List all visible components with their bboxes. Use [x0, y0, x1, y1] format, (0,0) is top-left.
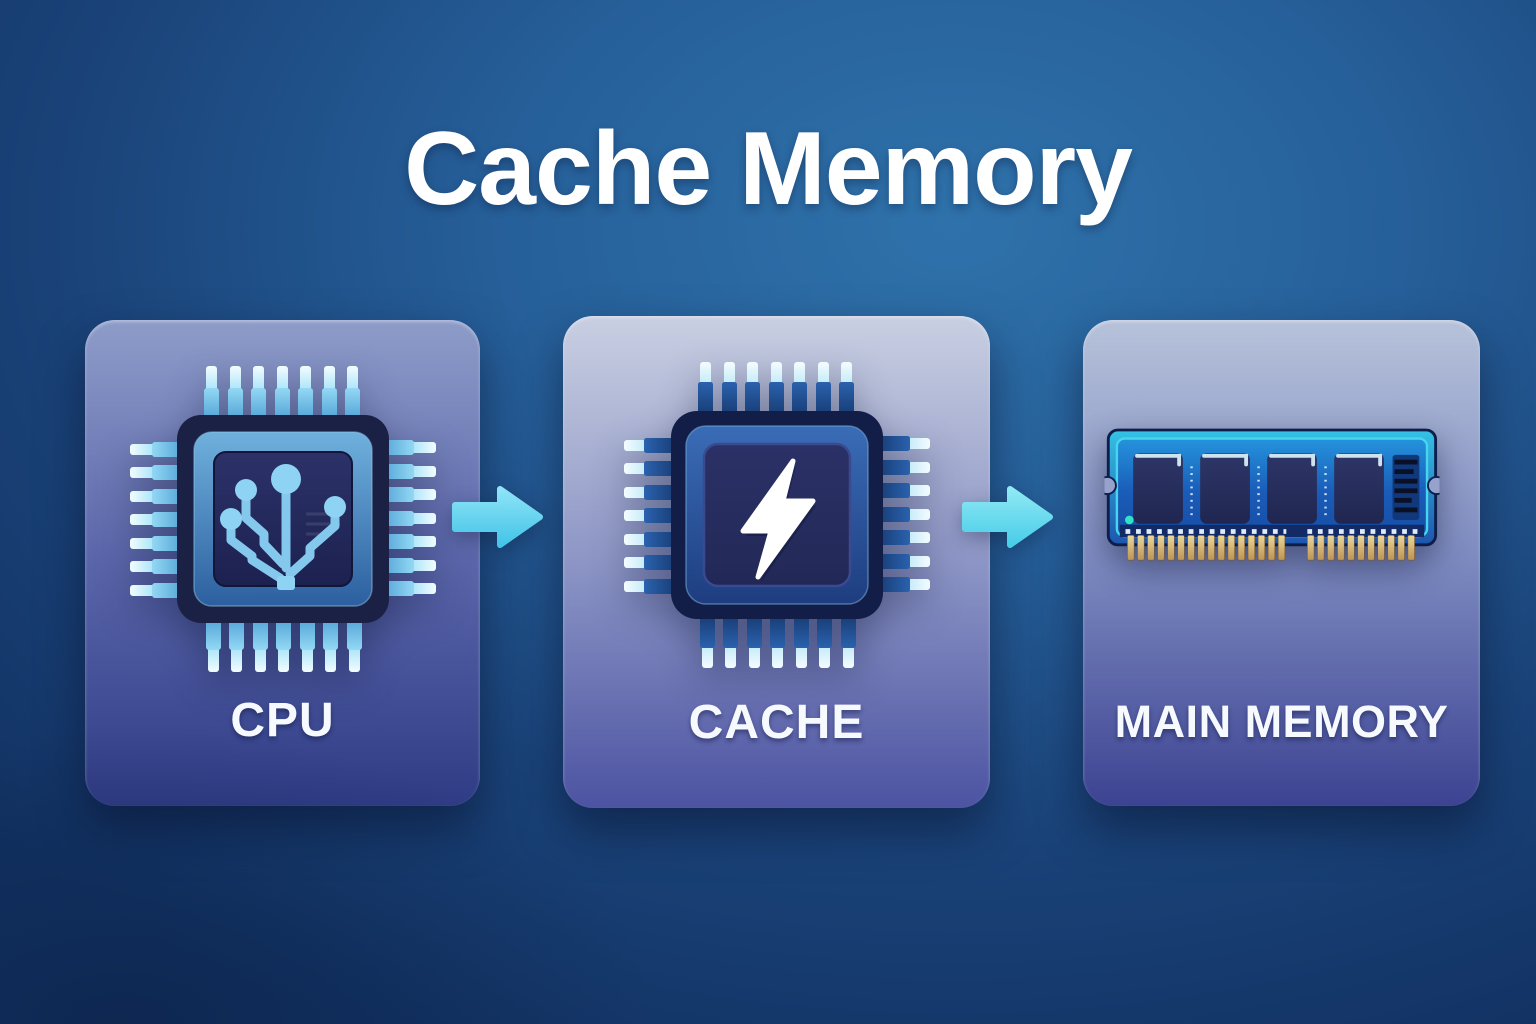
cpu-chip-icon: [118, 364, 448, 674]
lightning-chip-icon: [612, 360, 942, 670]
card-cpu: CPU: [85, 320, 480, 806]
cache-label: CACHE: [688, 696, 865, 749]
cpu-chip-icon: [129, 366, 436, 672]
page-title: Cache Memory: [404, 111, 1133, 227]
lightning-chip-icon: [623, 362, 930, 668]
ram-module-icon: [1103, 428, 1439, 561]
ram-module-icon: [1103, 426, 1439, 568]
cpu-label: CPU: [230, 694, 335, 747]
card-cache: CACHE: [563, 316, 990, 808]
card-main-memory: MAIN MEMORY: [1083, 320, 1480, 806]
main-memory-label: MAIN MEMORY: [1114, 696, 1449, 747]
right-arrow-icon: [962, 485, 1054, 549]
right-arrow-icon: [452, 485, 544, 549]
